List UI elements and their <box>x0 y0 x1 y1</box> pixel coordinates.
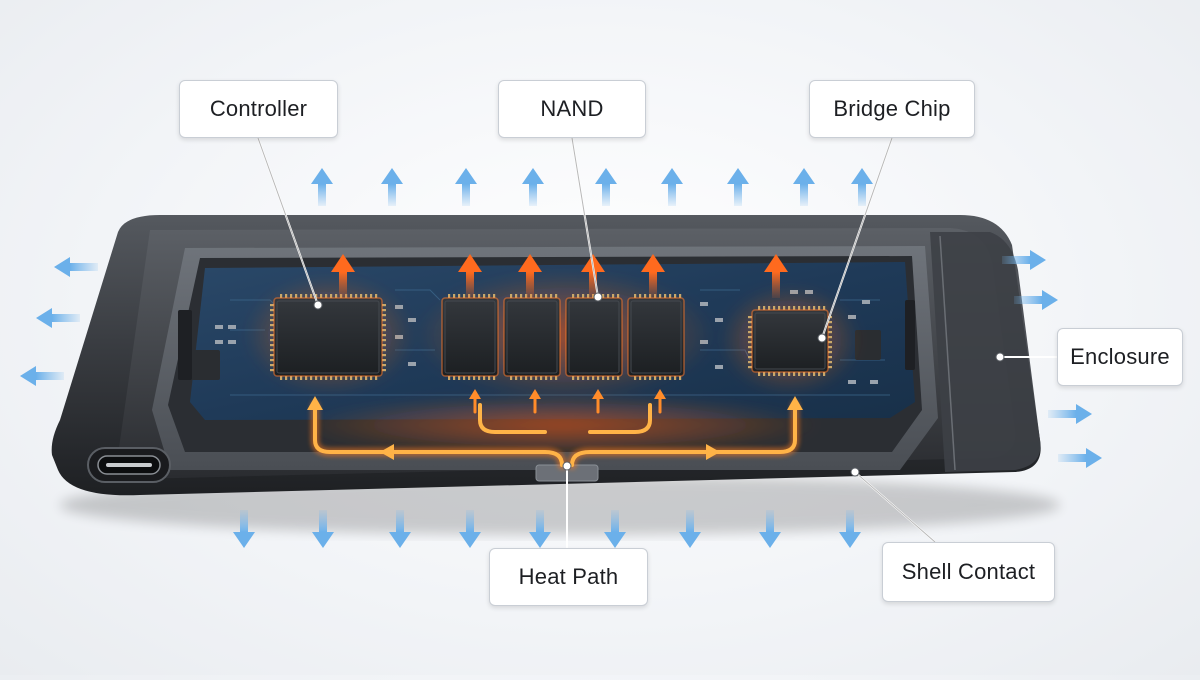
airflow-left-arrow <box>20 366 64 386</box>
airflow-up-arrow <box>311 168 333 206</box>
airflow-down-arrow <box>679 510 701 548</box>
leader-shell-contact <box>854 471 936 543</box>
airflow-up-arrow <box>522 168 544 206</box>
inductor <box>190 350 220 380</box>
label-heat-path: Heat Path <box>489 548 648 606</box>
leader-controller <box>257 137 319 306</box>
leader-lines <box>257 137 1057 548</box>
airflow-up-arrow <box>455 168 477 206</box>
label-enclosure: Enclosure <box>1057 328 1183 386</box>
airflow-left-arrow <box>54 257 98 277</box>
label-controller: Controller <box>179 80 338 138</box>
airflow-right-arrow <box>1058 448 1102 468</box>
leader-bridge <box>821 137 893 339</box>
airflow-down-arrow <box>604 510 626 548</box>
heat-up-arrow <box>331 254 355 298</box>
airflow-up-arrow <box>661 168 683 206</box>
airflow-up-arrow <box>851 168 873 206</box>
label-shell-contact: Shell Contact <box>882 542 1055 602</box>
label-bridge-chip: Bridge Chip <box>809 80 975 138</box>
heat-path <box>307 389 803 470</box>
inductor <box>855 330 881 360</box>
leader-nand <box>571 137 599 298</box>
usb-c-port-icon <box>87 447 171 483</box>
airflow-down-arrow <box>459 510 481 548</box>
airflow-arrows <box>20 168 1102 548</box>
airflow-up-arrow <box>595 168 617 206</box>
airflow-down-arrow <box>529 510 551 548</box>
m2-screw-slot <box>905 300 915 370</box>
airflow-right-arrow <box>1014 290 1058 310</box>
heat-up-arrow <box>518 254 542 298</box>
bridge-chip <box>748 306 832 376</box>
heat-up-arrow <box>764 254 788 298</box>
controller-chip <box>270 294 386 380</box>
nand-chip <box>503 294 561 380</box>
airflow-right-arrow <box>1048 404 1092 424</box>
airflow-up-arrow <box>381 168 403 206</box>
airflow-down-arrow <box>233 510 255 548</box>
heat-up-arrow <box>641 254 665 298</box>
leader-dots <box>313 292 1005 477</box>
airflow-down-arrow <box>389 510 411 548</box>
label-nand: NAND <box>498 80 646 138</box>
airflow-down-arrow <box>839 510 861 548</box>
m2-connector <box>178 310 192 380</box>
heat-up-arrow <box>458 254 482 298</box>
airflow-right-arrow <box>1002 250 1046 270</box>
nand-chip <box>627 294 685 380</box>
airflow-left-arrow <box>36 308 80 328</box>
airflow-up-arrow <box>727 168 749 206</box>
airflow-up-arrow <box>793 168 815 206</box>
chips-group <box>270 294 832 380</box>
heat-arrows <box>331 254 788 298</box>
airflow-down-arrow <box>312 510 334 548</box>
nand-chip <box>565 294 623 380</box>
nand-chip <box>441 294 499 380</box>
airflow-down-arrow <box>759 510 781 548</box>
